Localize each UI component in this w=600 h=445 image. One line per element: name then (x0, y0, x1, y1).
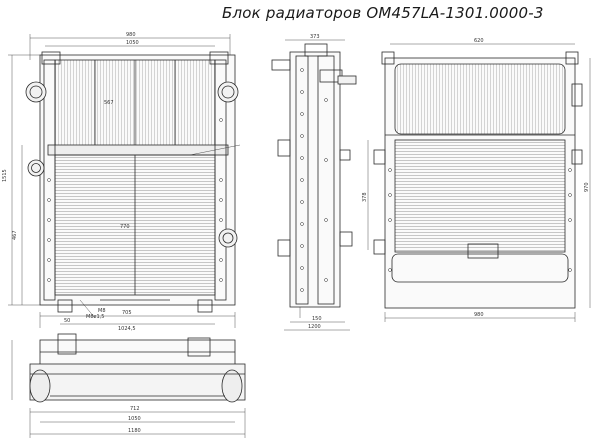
front-view (8, 34, 241, 328)
dim-right-side: 378 (362, 192, 368, 202)
dim-front-label-m: M8 (98, 308, 106, 314)
dim-side-bottom-a: 150 (312, 316, 322, 322)
dim-front-core-upper: 567 (104, 100, 114, 106)
dim-front-bottom-a: 705 (122, 310, 132, 316)
dim-front-bottom-b: 1024,5 (118, 326, 136, 332)
dim-right-bottom: 980 (474, 312, 484, 318)
dim-front-mid: 770 (120, 224, 130, 230)
front-view-labels: 980 1050 705 1024,5 M8 M8x1,5 50 770 567… (2, 32, 139, 332)
dim-front-width: 1050 (126, 40, 139, 46)
drawing-title: Блок радиаторов ОМ457LA-1301.0000-3 (222, 4, 544, 22)
dim-side-top: 373 (310, 34, 320, 40)
dim-bottom-c: 1180 (128, 428, 141, 434)
dim-bottom-a: 712 (130, 406, 140, 412)
rear-view (367, 43, 591, 322)
dim-front-label-b: 50 (64, 318, 70, 324)
bottom-view-labels: 712 1050 1180 (128, 406, 141, 434)
dim-bottom-b: 1050 (128, 416, 141, 422)
dim-right-mid: 970 (584, 182, 590, 192)
dim-front-top: 980 (126, 32, 136, 38)
side-view-labels: 373 150 1200 (308, 34, 322, 330)
rear-view-labels: 620 980 970 378 (362, 38, 590, 318)
bottom-view (11, 333, 246, 438)
dim-right-top: 620 (474, 38, 484, 44)
side-view (271, 39, 357, 331)
dim-front-left-lower: 467 (12, 230, 18, 240)
dim-side-bottom-b: 1200 (308, 324, 321, 330)
dim-front-label-a: M8x1,5 (86, 314, 104, 320)
dim-front-left-total: 1515 (2, 169, 8, 182)
